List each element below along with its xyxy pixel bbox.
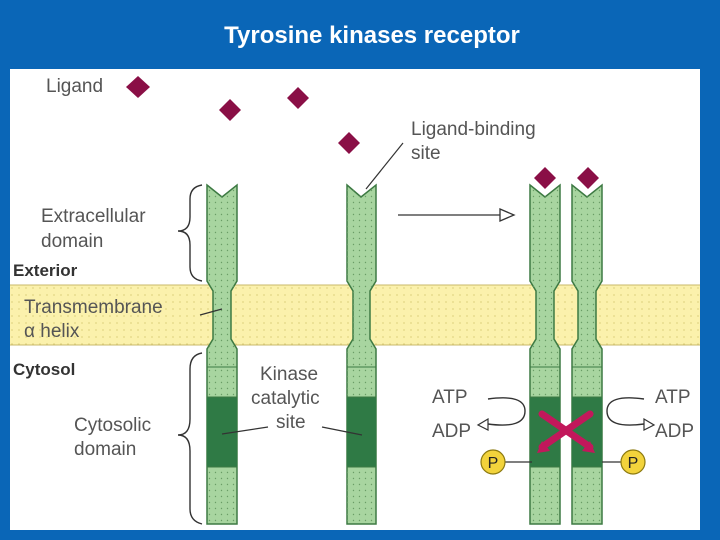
active-site-cross	[537, 410, 595, 453]
kinase-label-2: catalytic	[251, 388, 320, 409]
phosphate-right-label: P	[628, 455, 639, 472]
extracellular-label-2: domain	[41, 231, 103, 252]
kinase-domain	[530, 397, 560, 467]
ligand-bound-1	[534, 167, 556, 189]
ligand-binding-site-label-1: Ligand-binding	[411, 119, 536, 140]
phosphate-left: P	[480, 449, 506, 475]
adp-right-label: ADP	[655, 421, 694, 442]
ligand-free-3	[338, 132, 360, 154]
extracellular-label-1: Extracellular	[41, 206, 146, 227]
cytosolic-label-2: domain	[74, 439, 136, 460]
cytosol-label: Cytosol	[13, 360, 75, 379]
cytosolic-label-1: Cytosolic	[74, 415, 151, 436]
kinase-domain	[572, 397, 602, 467]
activation-arrow	[398, 208, 516, 222]
receptor-diagram: P P Ligand Ligand-binding site Extracell…	[10, 69, 700, 530]
ligand-binding-site-label-2: site	[411, 143, 441, 164]
phosphate-right: P	[620, 449, 646, 475]
ligand-free-1	[219, 99, 241, 121]
ligand-legend-icon	[126, 76, 150, 98]
extracellular-brace	[177, 184, 203, 282]
receptor-inactive-1	[206, 183, 238, 525]
receptor-dimer-left	[529, 183, 561, 525]
adp-left-label: ADP	[432, 421, 471, 442]
ligand-free-2	[287, 87, 309, 109]
ligand-label: Ligand	[46, 76, 103, 97]
slide-title: Tyrosine kinases receptor	[224, 22, 520, 49]
atp-left-label: ATP	[432, 387, 468, 408]
transmembrane-label-1: Transmembrane	[24, 297, 163, 318]
phosphorylation-arrow-left	[476, 397, 532, 463]
receptor-dimer-right	[571, 183, 603, 525]
transmembrane-label-2: α helix	[24, 321, 80, 342]
ligand-bound-2	[577, 167, 599, 189]
kinase-label-3: site	[276, 412, 306, 433]
receptor-inactive-2	[346, 183, 377, 525]
exterior-label: Exterior	[13, 261, 78, 280]
cytosolic-brace	[177, 352, 203, 525]
kinase-label-1: Kinase	[260, 364, 318, 385]
phosphate-left-label: P	[488, 455, 499, 472]
diagram-svg: P P Ligand Ligand-binding site Extracell…	[10, 76, 700, 525]
kinase-domain	[347, 397, 376, 467]
atp-right-label: ATP	[655, 387, 691, 408]
